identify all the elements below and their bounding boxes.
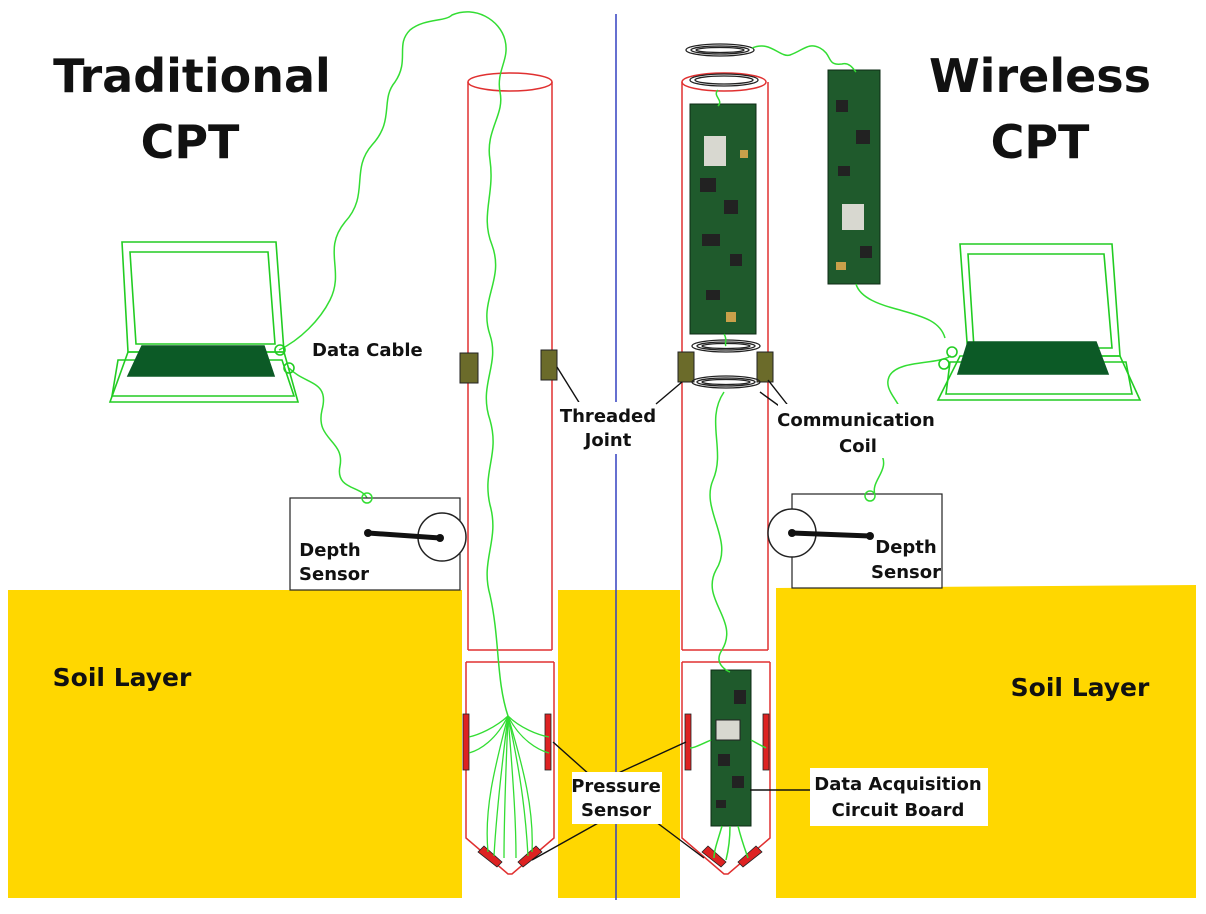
laptop-left [108, 241, 300, 403]
depth-label-left-line1: Depth [299, 540, 360, 561]
data-cable-label: Data Cable [312, 340, 423, 361]
pressure-label-line1: Pressure [571, 776, 661, 797]
board-label-line1: Data Acquisition [814, 774, 981, 795]
laptop-screen [956, 341, 1110, 375]
threaded-joint-label-line1: Threaded [560, 406, 656, 427]
depth-sensor-left [289, 492, 467, 591]
cone-tip-right [681, 662, 771, 875]
board-label-line2: Circuit Board [832, 800, 965, 821]
left-title-line1: Traditional [53, 49, 331, 103]
threaded-joint-label-line2: Joint [583, 430, 632, 451]
pressure-sensor [762, 713, 770, 771]
coil-middle-lower [691, 375, 761, 389]
data-acquisition-board [710, 669, 752, 827]
left-title-line2: CPT [141, 115, 240, 169]
pressure-label-line2: Sensor [581, 800, 651, 821]
traditional-probe [459, 72, 558, 878]
threaded-joint [756, 351, 774, 383]
data-cable-traditional [278, 11, 509, 717]
right-title-line1: Wireless [929, 49, 1151, 103]
soil-label-right: Soil Layer [1011, 673, 1150, 702]
pressure-sensor [737, 845, 763, 868]
coil-top [685, 43, 755, 57]
leader-lines [531, 366, 812, 861]
threaded-joint [677, 351, 695, 383]
soil-left [8, 590, 462, 898]
soil-middle [558, 590, 680, 898]
pressure-sensor [544, 713, 552, 771]
coil-pipe-top [689, 73, 759, 87]
soil-layer [8, 585, 1196, 898]
soil-right [776, 585, 1196, 898]
communication-coils [685, 43, 761, 389]
coil-label-line1: Communication [777, 410, 935, 431]
laptop-right [936, 243, 1142, 401]
circuit-board-upper [689, 103, 757, 335]
pressure-sensor [462, 713, 470, 771]
laptop-screen [126, 345, 276, 377]
pressure-sensor [477, 845, 503, 868]
soil-label-left: Soil Layer [53, 663, 192, 692]
cone-tip-left [465, 662, 555, 875]
circuit-board-floating [827, 69, 881, 285]
data-cable-wireless-top [715, 45, 946, 339]
depth-label-right-line2: Sensor [871, 562, 941, 583]
threaded-joint [459, 352, 479, 384]
coil-label-line2: Coil [839, 436, 877, 457]
pressure-sensor [517, 845, 543, 868]
depth-label-left-line2: Sensor [299, 564, 369, 585]
right-title-line2: CPT [991, 115, 1090, 169]
depth-sensor-right [767, 490, 943, 589]
pipe-top-left [467, 72, 553, 92]
depth-label-right-line1: Depth [875, 537, 936, 558]
threaded-joint [540, 349, 558, 381]
